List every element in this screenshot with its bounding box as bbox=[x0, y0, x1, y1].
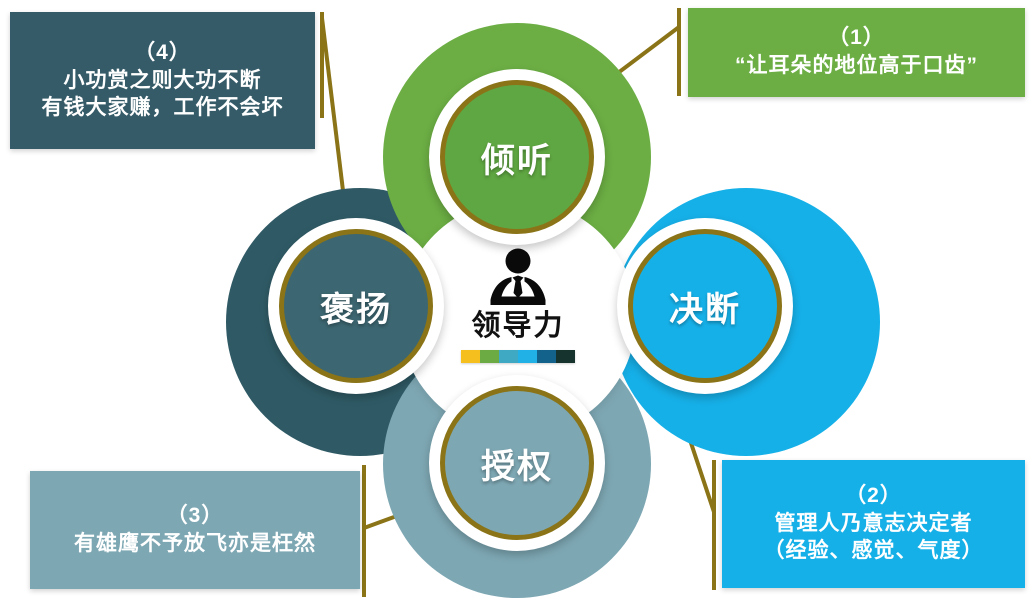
caption-4-number: （4） bbox=[134, 40, 191, 64]
caption-4-line-1: 小功赏之则大功不断 bbox=[63, 68, 262, 92]
node-listen-core: 倾听 bbox=[440, 80, 594, 234]
swatch-5 bbox=[537, 350, 556, 364]
caption-box-3[interactable]: （3） 有雄鹰不予放飞亦是枉然 bbox=[30, 471, 360, 589]
caption-2-line-1: 管理人乃意志决定者 bbox=[774, 512, 973, 536]
caption-2-line-2: （经验、感觉、气度） bbox=[763, 539, 984, 563]
node-praise-label: 褒扬 bbox=[320, 290, 392, 329]
node-empower-core: 授权 bbox=[440, 386, 594, 540]
node-empower-label: 授权 bbox=[481, 447, 553, 486]
caption-3-number: （3） bbox=[166, 503, 224, 527]
node-decide-core: 决断 bbox=[628, 229, 782, 383]
node-listen[interactable]: 倾听 bbox=[429, 69, 605, 245]
color-swatch-bar bbox=[461, 350, 575, 364]
swatch-2 bbox=[480, 350, 499, 364]
center-title: 领导力 bbox=[471, 310, 565, 342]
center-block: 领导力 bbox=[438, 248, 598, 364]
caption-box-1[interactable]: （1） “让耳朵的地位高于口齿” bbox=[688, 8, 1025, 97]
node-decide[interactable]: 决断 bbox=[617, 218, 793, 394]
swatch-4 bbox=[518, 350, 537, 364]
caption-1-number: （1） bbox=[828, 26, 885, 50]
node-decide-label: 决断 bbox=[669, 290, 741, 329]
swatch-6 bbox=[556, 350, 575, 364]
node-praise[interactable]: 褒扬 bbox=[268, 218, 444, 394]
businessman-icon bbox=[438, 248, 598, 308]
node-listen-label: 倾听 bbox=[481, 141, 553, 180]
caption-2-number: （2） bbox=[845, 484, 902, 508]
caption-box-2[interactable]: （2） 管理人乃意志决定者 （经验、感觉、气度） bbox=[722, 460, 1025, 588]
caption-4-line-2: 有钱大家赚，工作不会坏 bbox=[41, 95, 284, 119]
caption-box-4[interactable]: （4） 小功赏之则大功不断 有钱大家赚，工作不会坏 bbox=[10, 12, 315, 149]
swatch-3 bbox=[499, 350, 518, 364]
caption-3-line-1: 有雄鹰不予放飞亦是枉然 bbox=[74, 531, 316, 555]
node-empower[interactable]: 授权 bbox=[429, 375, 605, 551]
node-praise-core: 褒扬 bbox=[279, 229, 433, 383]
swatch-1 bbox=[461, 350, 480, 364]
caption-1-line-1: “让耳朵的地位高于口齿” bbox=[735, 54, 978, 78]
